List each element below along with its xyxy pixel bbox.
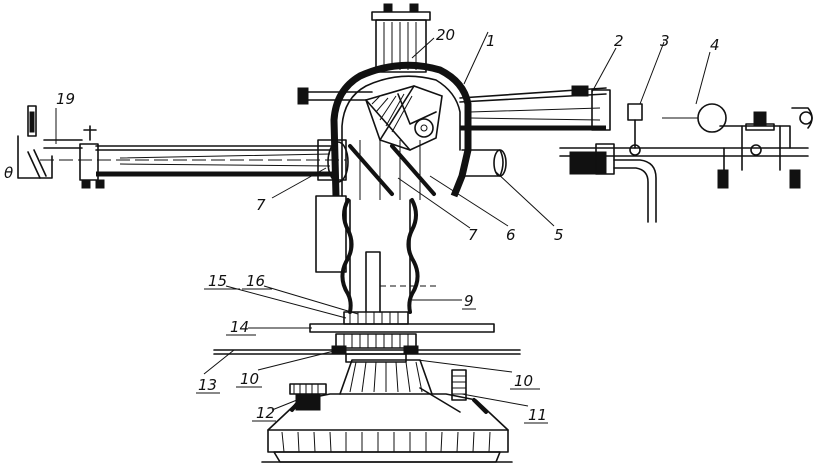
right-telescope <box>459 85 611 177</box>
label-9: 9 <box>464 292 474 310</box>
base-pedestal <box>261 359 513 463</box>
label-1: 1 <box>486 32 496 50</box>
label-10a: 10 <box>240 370 259 388</box>
head-4 <box>662 103 813 189</box>
label-2: 2 <box>614 32 624 50</box>
side-block <box>315 195 347 273</box>
label-underlines <box>196 288 548 424</box>
label-19: 19 <box>56 90 75 108</box>
prism-1 <box>364 85 443 151</box>
label-15: 15 <box>208 272 227 290</box>
label-12: 12 <box>256 404 275 422</box>
label-7b: 7 <box>468 226 478 244</box>
head-housing <box>297 3 472 198</box>
circle-plates <box>213 311 521 363</box>
knob-11 <box>419 369 467 413</box>
label-6: 6 <box>506 226 516 244</box>
label-10b: 10 <box>514 372 533 390</box>
label-20: 20 <box>436 26 455 44</box>
label-3: 3 <box>660 32 670 50</box>
beam-plates <box>348 140 436 200</box>
labels: 1 2 3 4 5 6 7 7 9 10 10 11 12 13 14 15 1… <box>4 26 720 424</box>
label-theta: θ <box>4 164 13 182</box>
central-column <box>340 198 440 314</box>
label-13: 13 <box>198 376 217 394</box>
label-11: 11 <box>528 406 547 424</box>
label-5: 5 <box>554 226 564 244</box>
left-collimator <box>17 105 349 189</box>
label-16: 16 <box>246 272 265 290</box>
label-7a: 7 <box>256 196 266 214</box>
label-14: 14 <box>230 318 249 336</box>
leader-lines <box>55 31 711 411</box>
clamp-3 <box>559 103 809 223</box>
label-4: 4 <box>710 36 720 54</box>
